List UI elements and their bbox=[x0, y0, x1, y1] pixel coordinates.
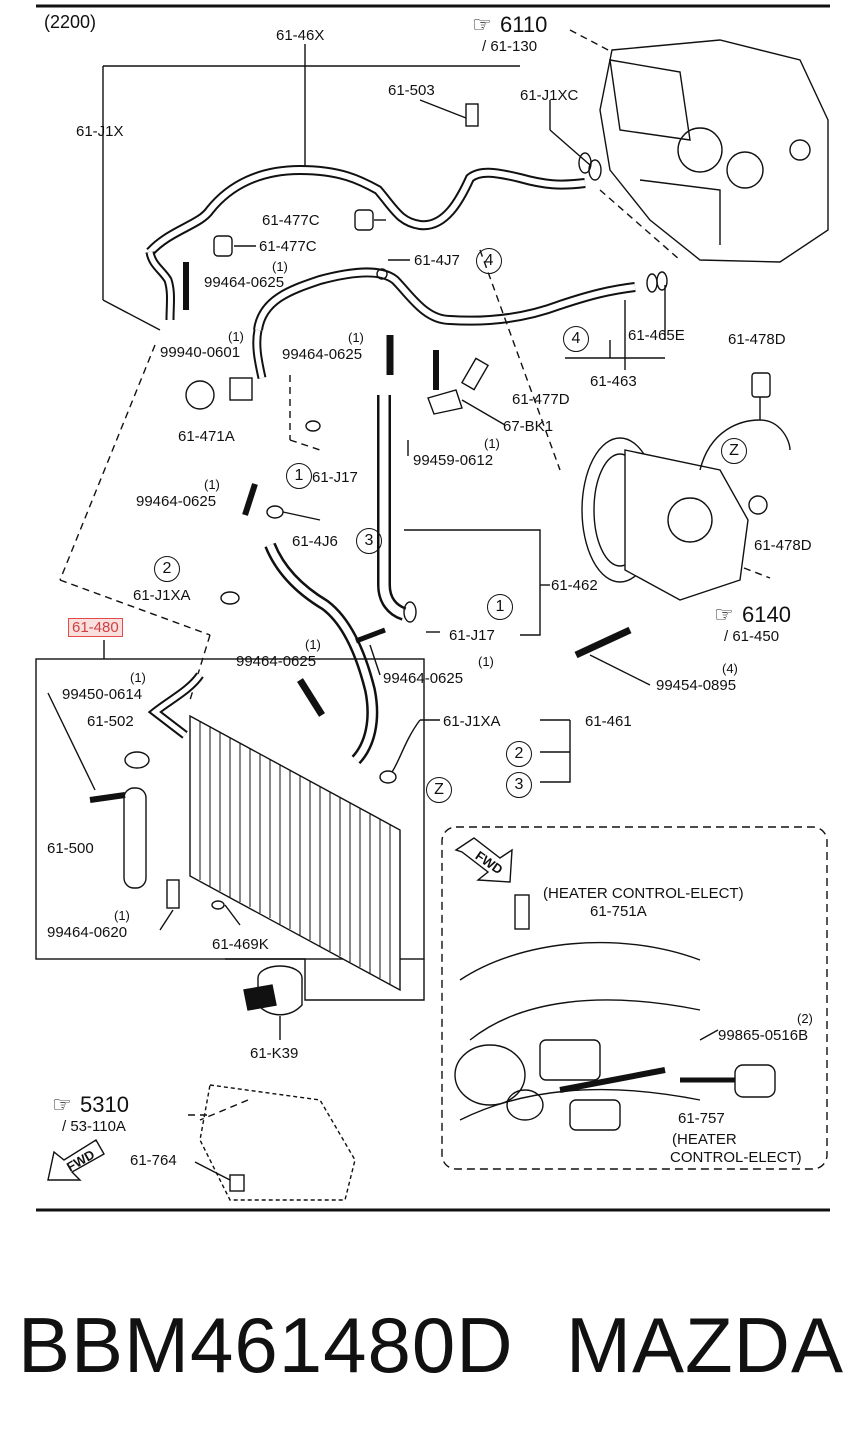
brand-name: MAZDA bbox=[566, 1301, 844, 1389]
part-label[interactable]: 61-J17 bbox=[449, 627, 495, 644]
pointing-hand-icon: ☞ bbox=[714, 602, 734, 627]
part-label[interactable]: 61-502 bbox=[87, 713, 134, 730]
ref-5310-sub: / 53-110A bbox=[62, 1118, 126, 1135]
section-code: (2200) bbox=[44, 12, 97, 32]
quantity-label: (1) bbox=[484, 436, 500, 451]
part-label[interactable]: 61-4J7 bbox=[414, 252, 460, 269]
part-label[interactable]: 99464-0620 bbox=[47, 924, 128, 941]
diagram-line-art bbox=[35, 4, 830, 1212]
part-label[interactable]: 61-478D bbox=[728, 331, 786, 348]
circled-marker: 3 bbox=[506, 772, 532, 798]
part-label[interactable]: 61-764 bbox=[130, 1152, 177, 1169]
part-label[interactable]: 61-K39 bbox=[250, 1045, 299, 1062]
heater-control-label: CONTROL-ELECT) bbox=[670, 1149, 802, 1166]
circled-marker: Z bbox=[721, 438, 747, 464]
part-label[interactable]: 61-478D bbox=[754, 537, 812, 554]
part-label[interactable]: 61-46X bbox=[276, 27, 325, 44]
heater-control-label: (HEATER bbox=[672, 1131, 737, 1148]
quantity-label: (1) bbox=[348, 330, 364, 345]
part-label[interactable]: 61-469K bbox=[212, 936, 269, 953]
part-label[interactable]: 61-J17 bbox=[312, 469, 358, 486]
quantity-label: (4) bbox=[722, 661, 738, 676]
circled-marker: 2 bbox=[154, 556, 180, 582]
part-label[interactable]: 99454-0895 bbox=[656, 677, 737, 694]
ref-5310[interactable]: ☞ 5310 / 53-110A bbox=[52, 1092, 129, 1135]
part-label[interactable]: 61-500 bbox=[47, 840, 94, 857]
part-label[interactable]: 61-463 bbox=[590, 373, 637, 390]
part-number: BBM461480D bbox=[18, 1301, 514, 1389]
heater-control-label: (HEATER CONTROL-ELECT) bbox=[543, 885, 744, 902]
part-label[interactable]: 61-J1XA bbox=[133, 587, 191, 604]
part-label[interactable]: 61-503 bbox=[388, 82, 435, 99]
part-label[interactable]: 61-477C bbox=[262, 212, 320, 229]
part-label[interactable]: 61-J1X bbox=[76, 123, 124, 140]
pointing-hand-icon: ☞ bbox=[52, 1092, 72, 1117]
part-label[interactable]: 99450-0614 bbox=[62, 686, 143, 703]
part-label[interactable]: 61-471A bbox=[178, 428, 235, 445]
circled-marker: 4 bbox=[476, 248, 502, 274]
part-label[interactable]: 99940-0601 bbox=[160, 344, 241, 361]
circled-marker: 2 bbox=[506, 741, 532, 767]
part-label[interactable]: 99464-0625 bbox=[236, 653, 317, 670]
quantity-label: (1) bbox=[478, 654, 494, 669]
part-label[interactable]: 61-477C bbox=[259, 238, 317, 255]
part-label[interactable]: 61-751A bbox=[590, 903, 647, 920]
part-label[interactable]: 99459-0612 bbox=[413, 452, 494, 469]
circled-marker: Z bbox=[426, 777, 452, 803]
part-label[interactable]: 99865-0516B bbox=[718, 1027, 809, 1044]
circled-marker: 3 bbox=[356, 528, 382, 554]
ref-6140-sub: / 61-450 bbox=[724, 628, 780, 645]
ref-6110-sub: / 61-130 bbox=[482, 38, 538, 55]
part-label[interactable]: 61-J1XA bbox=[443, 713, 501, 730]
quantity-label: (1) bbox=[114, 908, 130, 923]
quantity-label: (1) bbox=[305, 637, 321, 652]
part-label[interactable]: 61-J1XC bbox=[520, 87, 579, 104]
part-label[interactable]: 61-757 bbox=[678, 1110, 725, 1127]
part-label[interactable]: 99464-0625 bbox=[136, 493, 217, 510]
quantity-label: (1) bbox=[272, 259, 288, 274]
part-label[interactable]: 61-462 bbox=[551, 577, 598, 594]
circled-marker: 1 bbox=[286, 463, 312, 489]
part-label[interactable]: 61-4J6 bbox=[292, 533, 338, 550]
quantity-label: (2) bbox=[797, 1011, 813, 1026]
part-label[interactable]: 99464-0625 bbox=[282, 346, 363, 363]
ref-6110-main: 6110 bbox=[500, 12, 548, 37]
part-label[interactable]: 61-461 bbox=[585, 713, 632, 730]
ref-6140-main: 6140 bbox=[742, 602, 791, 627]
circled-marker: 1 bbox=[487, 594, 513, 620]
title-row: BBM461480D MAZDA bbox=[0, 1300, 864, 1400]
quantity-label: (1) bbox=[228, 329, 244, 344]
part-label[interactable]: 99464-0625 bbox=[204, 274, 285, 291]
quantity-label: (1) bbox=[204, 477, 220, 492]
parts-diagram: (2200) ☞ 6110 / 61-130 ☞ 6140 / 61-450 ☞ 53… bbox=[35, 4, 830, 1212]
part-label[interactable]: 61-477D bbox=[512, 391, 570, 408]
part-label[interactable]: 67-BK1 bbox=[503, 418, 554, 435]
highlighted-part-label[interactable]: 61-480 bbox=[68, 618, 123, 637]
ref-5310-main: 5310 bbox=[80, 1092, 129, 1117]
ref-6110[interactable]: ☞ 6110 / 61-130 bbox=[472, 12, 547, 55]
part-label[interactable]: 61-465E bbox=[628, 327, 685, 344]
part-label[interactable]: 99464-0625 bbox=[383, 670, 464, 687]
circled-marker: 4 bbox=[563, 326, 589, 352]
pointing-hand-icon: ☞ bbox=[472, 12, 492, 37]
quantity-label: (1) bbox=[130, 670, 146, 685]
ref-6140[interactable]: ☞ 6140 / 61-450 bbox=[714, 602, 791, 645]
